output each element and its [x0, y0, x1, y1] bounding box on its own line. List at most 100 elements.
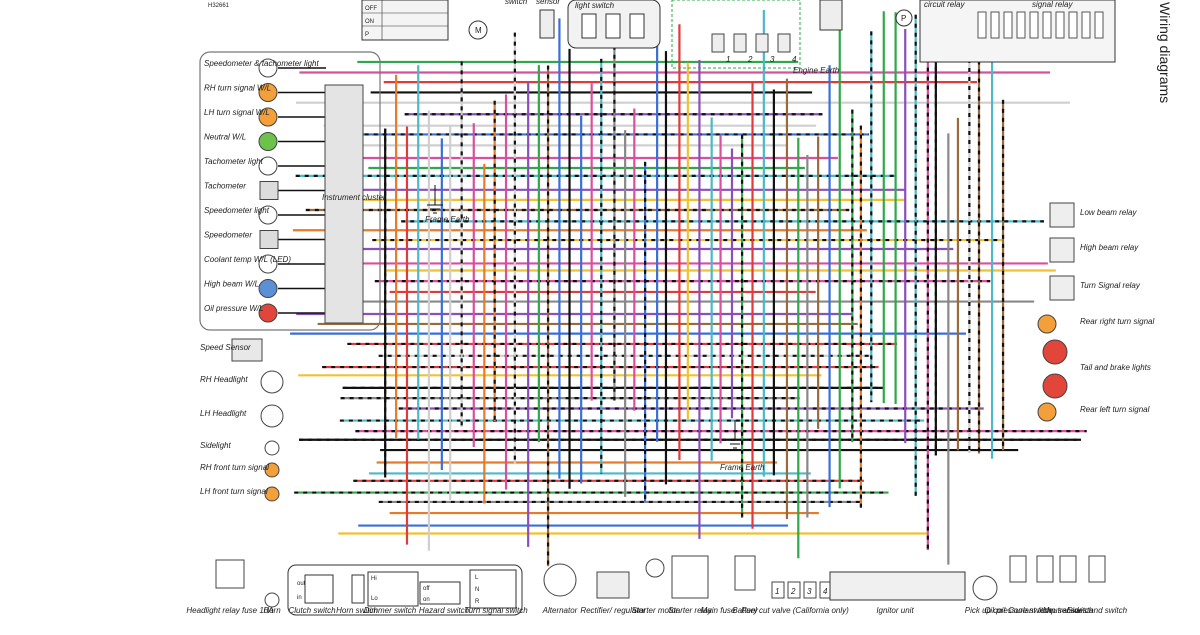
- bulb-icon: [264, 462, 280, 478]
- bottom-component: Hazard switch: [419, 606, 470, 615]
- bottom-component-label: Horn switch: [336, 606, 378, 615]
- cluster-item: LH turn signal W/L: [204, 107, 278, 127]
- warning-lamp-icon: [258, 107, 278, 127]
- right-component: High beam relay: [1049, 237, 1139, 263]
- instrument-cluster: Instrument cluster Speedometer & tachome…: [199, 51, 386, 331]
- bottom-component-label: Ignitor unit: [876, 606, 914, 615]
- alternator-icon: [543, 563, 577, 597]
- bottom-component-label: Sidestand switch: [1067, 606, 1128, 615]
- left-component-label: LH front turn signal: [200, 487, 268, 496]
- cluster-title: Instrument cluster: [322, 193, 386, 202]
- tail-light-icon: [1042, 339, 1068, 365]
- warning-lamp-icon: [258, 83, 278, 102]
- dimmer-lo-label: Lo: [371, 596, 378, 602]
- fuse-icon: [1042, 11, 1052, 39]
- signal-relay-label: signal relay: [1032, 0, 1073, 9]
- switch-on-label: ON: [365, 19, 374, 25]
- bulb-icon: [264, 440, 280, 456]
- cluster-item-label: Speedometer: [204, 231, 252, 240]
- turn-r-label: R: [475, 599, 480, 605]
- frame-earth-label-1: Frame Earth: [425, 215, 470, 224]
- injector-icon: [733, 33, 747, 53]
- valve-number: 2: [790, 587, 796, 596]
- sensor-top-label: sensor: [536, 0, 560, 6]
- hazard-off-label: off: [423, 586, 430, 592]
- bottom-component: Clutch switch: [288, 606, 336, 615]
- right-component: Tail and brake lights: [1042, 339, 1151, 399]
- right-component: Rear right turn signal: [1037, 314, 1154, 334]
- bottom-component: Sidestand switch: [1067, 555, 1128, 615]
- bottom-component: Ignitor unit: [876, 606, 914, 615]
- frame-earth-label-2: Frame Earth: [720, 463, 765, 472]
- cluster-item-label: RH turn signal W/L: [204, 84, 271, 93]
- cluster-item: Tachometer: [204, 181, 279, 200]
- valve-icon: [771, 581, 785, 599]
- clutch-in-label: in: [297, 595, 302, 601]
- cluster-item: Oil pressure W/L: [204, 303, 278, 323]
- section-title: Wiring diagrams: [1157, 2, 1173, 103]
- bottom-component: Coolant temp sensor: [1008, 555, 1082, 615]
- injector-number: 2: [747, 55, 753, 64]
- left-component-label: RH front turn signal: [200, 463, 269, 472]
- bottom-component-label: Fuel cut valve (California only): [741, 606, 849, 615]
- fuse-icon: [1003, 11, 1013, 39]
- cluster-item: Neutral W/L: [204, 132, 278, 151]
- warning-lamp-icon: [258, 279, 278, 298]
- valve-number: 4: [823, 587, 828, 596]
- hazard-on-label: on: [423, 597, 430, 603]
- bottom-component: Dimmer switch: [364, 606, 417, 615]
- right-component-label: Turn Signal relay: [1080, 281, 1141, 290]
- cluster-item-label: Speedometer & tachometer light: [204, 59, 320, 68]
- cluster-item: Speedometer light: [204, 205, 278, 225]
- bottom-component: Rectifier/ regulator: [580, 571, 646, 615]
- frame-earth-1: Frame Earth: [425, 185, 470, 224]
- left-component-label: Speed Sensor: [200, 343, 251, 352]
- right-component-label: Tail and brake lights: [1080, 363, 1151, 372]
- right-component-label: Low beam relay: [1080, 208, 1137, 217]
- pickup-coil-icon: [972, 575, 998, 601]
- warning-lamp-icon: [258, 58, 278, 78]
- regulator-icon: [596, 571, 630, 599]
- dimmer-hi-label: Hi: [371, 576, 377, 582]
- bottom-component-label: Horn: [263, 606, 281, 615]
- injector-icon: [777, 33, 791, 53]
- diagram-code: H32661: [208, 3, 230, 9]
- left-component: Speed Sensor: [200, 338, 263, 362]
- left-component: RH front turn signal: [200, 462, 280, 478]
- valve-icon: [803, 581, 817, 599]
- gauge-icon: [259, 181, 279, 200]
- bottom-component-label: Clutch switch: [288, 606, 336, 615]
- left-component: LH Headlight: [200, 404, 284, 428]
- left-component-label: LH Headlight: [200, 409, 247, 418]
- fuel-pump-icon: [895, 9, 913, 27]
- sensor-switch-icon: [1036, 555, 1054, 583]
- ignition-switch-block: OFF ON P: [361, 0, 449, 41]
- turn-l-label: L: [475, 575, 479, 581]
- fuse-icon: [1055, 11, 1065, 39]
- bottom-component-label: Headlight relay fuse 10A: [186, 606, 273, 615]
- warning-lamp-icon: [258, 156, 278, 176]
- switch-park-label: P: [365, 32, 369, 38]
- warning-lamp-icon: [258, 205, 278, 225]
- valve-icon: [787, 581, 801, 599]
- cluster-connector: [324, 84, 364, 324]
- left-component-label: Sidelight: [200, 441, 231, 450]
- bottom-component: Horn switch: [336, 606, 378, 615]
- engine-earth-label: Engine Earth: [793, 66, 840, 75]
- switch-off-label: OFF: [365, 6, 377, 12]
- sensor-switch-icon: [1009, 555, 1027, 583]
- warning-lamp-icon: [258, 132, 278, 151]
- cluster-item: Speedometer & tachometer light: [204, 58, 320, 78]
- sensor-switch-icon: [1059, 555, 1077, 583]
- bottom-component-label: Pick up coil: [965, 606, 1006, 615]
- bottom-component-label: Oil pressure switch: [984, 606, 1052, 615]
- fuse-icon: [1029, 11, 1039, 39]
- valve-number: 1: [775, 587, 779, 596]
- frame-earth-2: Frame Earth: [720, 420, 765, 472]
- motor-m-label: M: [475, 26, 482, 35]
